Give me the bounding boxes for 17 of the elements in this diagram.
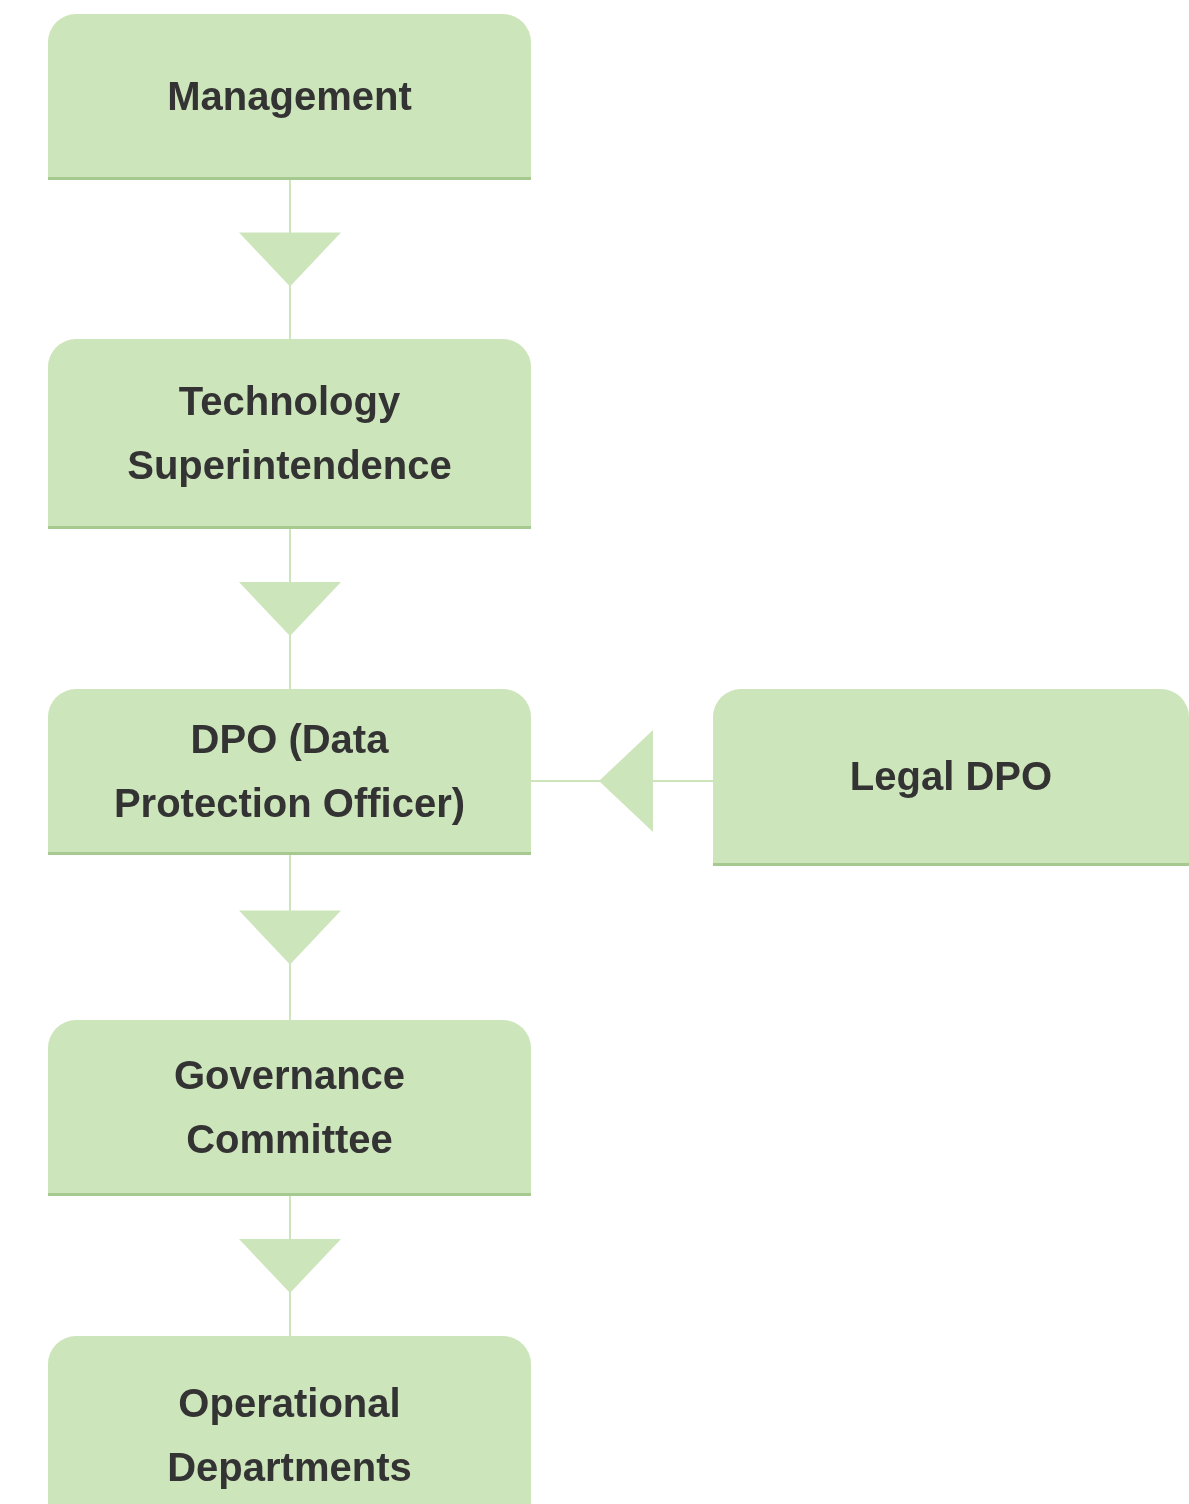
process-box <box>48 1336 531 1504</box>
arrow <box>530 730 714 832</box>
process-box <box>48 14 531 180</box>
process-box <box>48 689 531 855</box>
arrow <box>239 528 341 690</box>
box-label: Management <box>167 72 412 120</box>
arrow <box>239 1195 341 1337</box>
process-box <box>713 689 1189 866</box>
box-label: DPO (Data Protection Officer) <box>112 715 467 827</box>
box-label: Operational Departments <box>166 1379 413 1491</box>
box-label: Legal DPO <box>849 753 1053 800</box>
box-label: Technology Superintendence <box>126 377 453 489</box>
arrow <box>239 854 341 1021</box>
process-box <box>48 339 531 529</box>
process-box <box>48 1020 531 1196</box>
box-label: Governance Committee <box>172 1051 407 1163</box>
arrow <box>239 179 341 340</box>
